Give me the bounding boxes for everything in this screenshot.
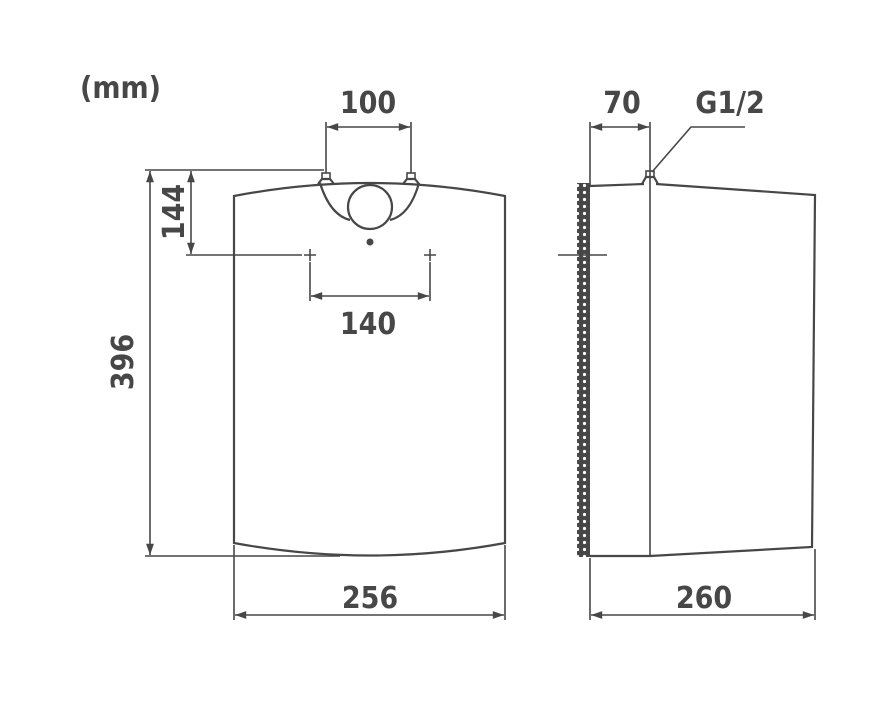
dim-width: 256 (342, 581, 398, 616)
wall-hatch (577, 183, 590, 557)
dim-mounting-spacing: 140 (340, 307, 396, 342)
unit-label: (mm) (80, 71, 161, 106)
dim-height: 396 (106, 334, 141, 390)
dim-depth: 260 (676, 581, 732, 616)
mounting-hole-marks (304, 249, 436, 261)
side-pipe-fitting (641, 170, 659, 185)
dim-inlet-offset: 70 (603, 86, 641, 121)
thermostat-knob (346, 183, 394, 231)
side-body-outline (589, 182, 817, 558)
front-body-outline (232, 181, 507, 557)
inlet-outlet-bracket (318, 182, 421, 222)
indicator-light (366, 238, 374, 246)
thread-size-label: G1/2 (695, 86, 765, 121)
dim-mount-height: 144 (157, 184, 192, 240)
thread-leader-line (651, 126, 745, 173)
front-view: 100 140 144 396 256 (106, 86, 507, 620)
side-view: 70 G1/2 260 (558, 86, 817, 620)
dim-inlet-spacing: 100 (340, 86, 396, 121)
